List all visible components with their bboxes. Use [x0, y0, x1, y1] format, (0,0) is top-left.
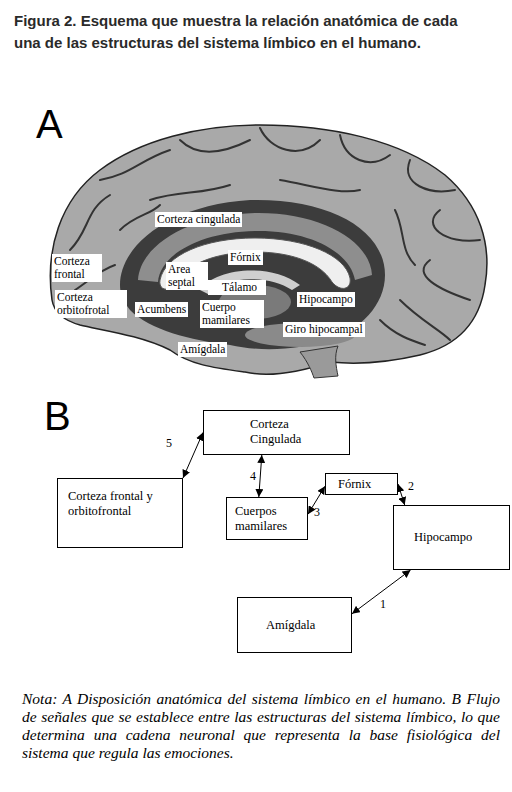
- panel-letter: A: [36, 104, 63, 144]
- part-label: Giro hipocampal: [283, 322, 365, 337]
- gyrus-line: [180, 140, 250, 152]
- part-label: Corteza frontal: [52, 254, 102, 282]
- limbic-region: [120, 200, 385, 349]
- fornix-arc: [200, 270, 300, 294]
- brainstem-shape: [300, 346, 338, 378]
- brain-outline: [50, 125, 487, 374]
- callout-number: 4: [250, 470, 256, 482]
- process-box: Fórnix: [325, 473, 398, 495]
- process-box: Cuerpos mamilares: [226, 497, 308, 540]
- signal-arrow: [259, 455, 262, 497]
- box-text: Fórnix: [338, 477, 397, 492]
- gyrus-line: [150, 185, 230, 200]
- callout-number: 1: [380, 598, 386, 610]
- gyrus-line: [260, 128, 320, 151]
- gyrus-line: [400, 300, 450, 340]
- part-label: Tálamo: [208, 280, 266, 295]
- part-label: Area septal: [166, 262, 208, 290]
- brain-illustration: [0, 0, 512, 400]
- part-label: Cuerpo mamilares: [200, 300, 264, 328]
- signal-arrow: [183, 433, 203, 479]
- gyrus-line: [395, 210, 415, 265]
- part-label: Amígdala: [178, 342, 227, 357]
- signal-arrow: [398, 484, 405, 505]
- gyrus-line: [408, 160, 455, 191]
- box-text: Corteza frontal y orbitofrontal: [68, 489, 176, 519]
- gyrus-line: [433, 210, 480, 241]
- figure-title: Figura 2. Esquema que muestra la relació…: [14, 10, 462, 54]
- box-text: Cuerpos mamilares: [235, 504, 301, 534]
- gyrus-line: [70, 195, 110, 250]
- process-box: Hipocampo: [393, 505, 510, 570]
- gyrus-line: [340, 135, 390, 162]
- part-label: Corteza orbitofrotal: [55, 290, 127, 318]
- gyrus-line: [280, 180, 360, 191]
- part-label: Hipocampo: [297, 292, 355, 307]
- process-box: Amígdala: [237, 597, 352, 653]
- box-text: Corteza Cingulada: [250, 417, 330, 447]
- process-box: Corteza frontal y orbitofrontal: [57, 478, 183, 548]
- figure-caption: Nota: A Disposición anatómica del sistem…: [22, 690, 500, 762]
- gyrus-line: [120, 205, 160, 230]
- callout-number: 3: [314, 506, 320, 518]
- callout-number: 5: [166, 437, 172, 449]
- process-box: Corteza Cingulada: [203, 410, 350, 455]
- part-label: Corteza cingulada: [155, 212, 242, 227]
- box-text: Hipocampo: [414, 530, 509, 545]
- signal-arrow: [352, 570, 411, 614]
- gyrus-line: [380, 320, 425, 345]
- panel-letter: B: [44, 396, 71, 436]
- part-label: Acumbens: [135, 302, 188, 317]
- callout-number: 2: [408, 480, 414, 492]
- box-text: Amígdala: [266, 618, 351, 633]
- gyrus-line: [100, 150, 170, 180]
- part-label: Fórnix: [228, 250, 263, 265]
- gyrus-line: [424, 260, 470, 300]
